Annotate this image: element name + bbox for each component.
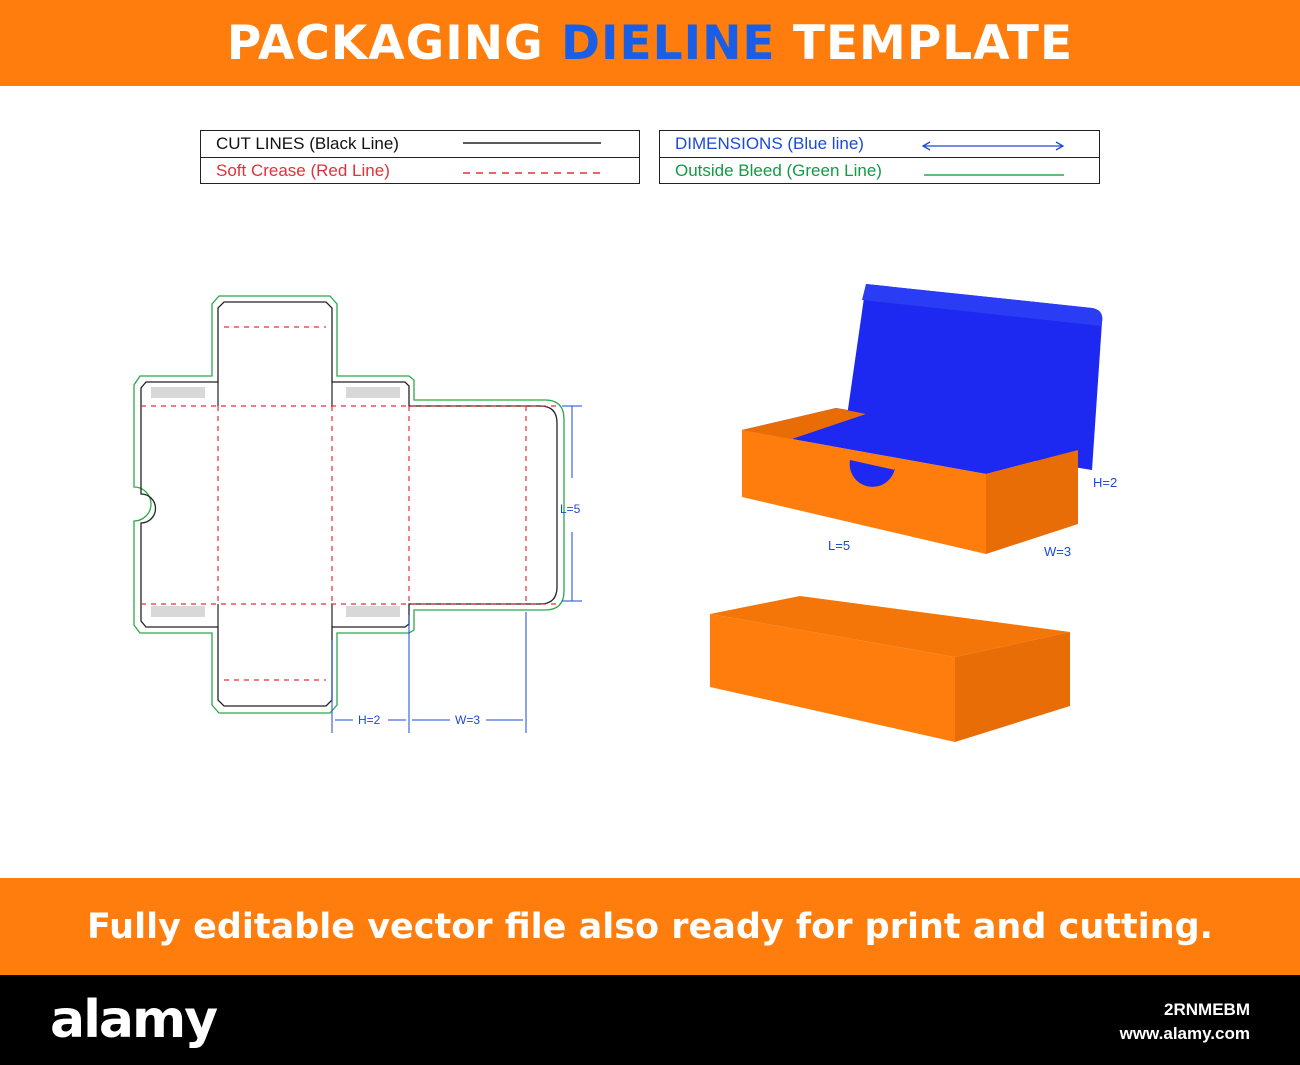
box-length-label: L=5 xyxy=(828,538,850,553)
legend-row-cut: CUT LINES (Black Line) xyxy=(201,131,639,158)
crease-lines xyxy=(141,326,557,681)
legend-cut-label: CUT LINES (Black Line) xyxy=(216,134,399,153)
dieline-width-label: W=3 xyxy=(455,713,480,727)
glue-strip xyxy=(151,387,205,398)
cut-outline xyxy=(140,301,558,707)
closed-box-front xyxy=(710,614,955,742)
legend-row-dimensions: DIMENSIONS (Blue line) xyxy=(660,131,1099,158)
legend-row-bleed: Outside Bleed (Green Line) xyxy=(660,157,1099,184)
legend-left: CUT LINES (Black Line) Soft Crease (Red … xyxy=(200,130,640,184)
title-highlight: DIELINE xyxy=(561,15,776,71)
bottom-banner: Fully editable vector file also ready fo… xyxy=(0,878,1300,975)
title-part2: TEMPLATE xyxy=(775,15,1074,71)
bleed-outline xyxy=(133,295,565,714)
box-interior xyxy=(742,408,1078,474)
top-banner: PACKAGING DIELINE TEMPLATE xyxy=(0,0,1300,86)
footer-bar xyxy=(0,975,1300,1065)
closed-box-top xyxy=(710,596,1070,657)
box-3d-closed xyxy=(710,596,1070,742)
footer-image-info: 2RNMEBM www.alamy.com xyxy=(1120,998,1250,1046)
cut-line-sample xyxy=(463,142,601,144)
title-part1: PACKAGING xyxy=(226,15,562,71)
legend-right: DIMENSIONS (Blue line) Outside Bleed (Gr… xyxy=(659,130,1100,184)
box-3d-open xyxy=(742,284,1103,554)
dieline-height-label: H=2 xyxy=(358,713,381,727)
bleed-line-sample xyxy=(924,174,1064,176)
box-lid xyxy=(845,284,1103,470)
legend-dimensions-label: DIMENSIONS (Blue line) xyxy=(675,134,864,153)
glue-strip xyxy=(151,606,205,617)
glue-strip xyxy=(346,387,400,398)
dieline-dimensions xyxy=(331,405,582,733)
legend-bleed-label: Outside Bleed (Green Line) xyxy=(675,160,882,180)
dimension-line-sample xyxy=(921,141,1065,151)
legend-crease-label: Soft Crease (Red Line) xyxy=(216,160,390,180)
dieline-length-label: L=5 xyxy=(560,502,581,516)
glue-strip xyxy=(346,606,400,617)
legend-row-crease: Soft Crease (Red Line) xyxy=(201,157,639,184)
alamy-logo: alamy xyxy=(50,990,218,1050)
box-width-label: W=3 xyxy=(1044,544,1071,559)
box-height-label: H=2 xyxy=(1093,475,1117,490)
box-front-face xyxy=(742,430,986,554)
closed-box-side xyxy=(955,632,1070,742)
site-url: www.alamy.com xyxy=(1119,1024,1250,1043)
footer-tagline: Fully editable vector file also ready fo… xyxy=(87,906,1213,947)
image-id: 2RNMEBM xyxy=(1164,1000,1250,1019)
crease-line-sample xyxy=(463,172,601,174)
box-side-face xyxy=(986,450,1078,554)
